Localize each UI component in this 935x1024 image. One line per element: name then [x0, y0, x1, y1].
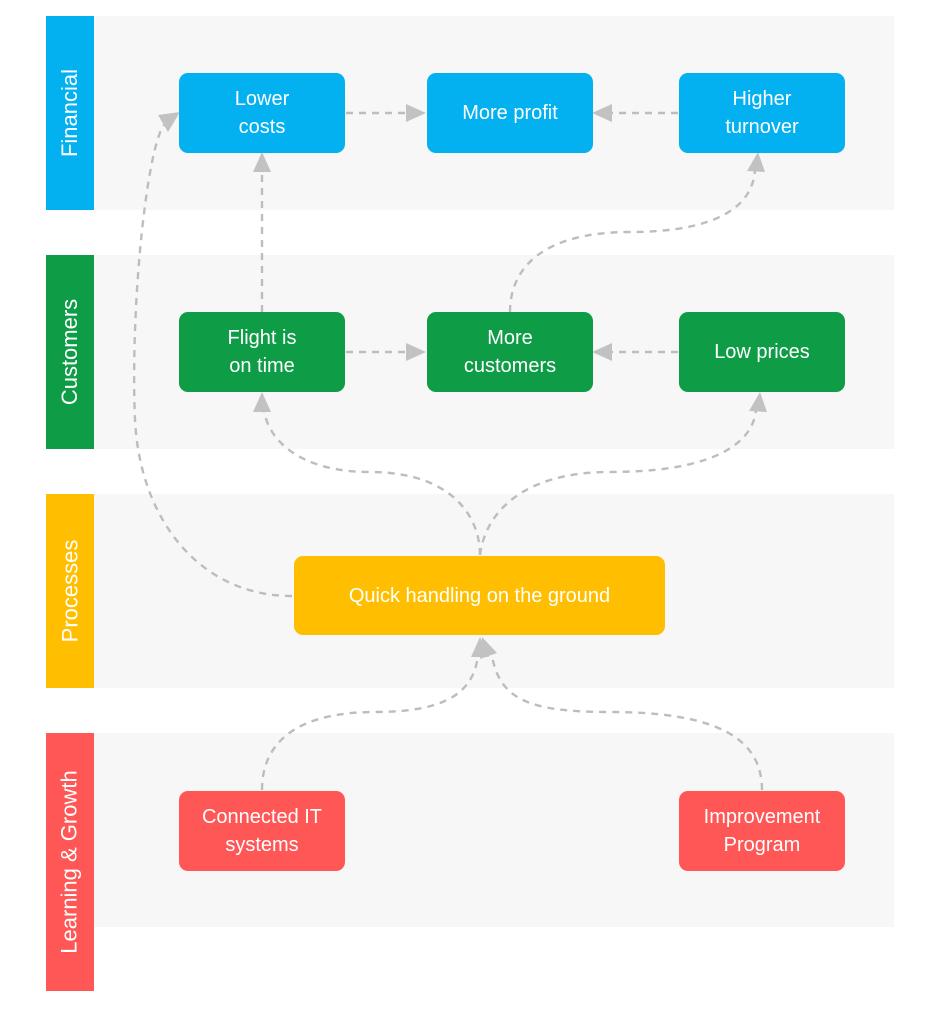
financial-label: Financial — [46, 16, 94, 210]
node-lower-costs-text: Lower costs — [234, 88, 290, 138]
node-lower-costs[interactable]: Lower costs — [179, 73, 345, 153]
node-connected-it-text: Connected IT systems — [201, 806, 323, 856]
node-low-prices[interactable]: Low prices — [679, 312, 845, 392]
node-more-customers[interactable]: More customers — [427, 312, 593, 392]
node-more-customers-text: More customers — [463, 327, 557, 377]
node-higher-turnover-text: Higher turnover — [725, 88, 799, 138]
processes-label-text: Processes — [57, 539, 82, 643]
node-more-profit[interactable]: More profit — [427, 73, 593, 153]
customers-label: Customers — [46, 255, 94, 449]
node-improvement-program-text: Improvement Program — [703, 806, 821, 856]
node-higher-turnover[interactable]: Higher turnover — [679, 73, 845, 153]
node-flight-on-time[interactable]: Flight is on time — [179, 312, 345, 392]
learning-label: Learning & Growth — [46, 733, 94, 991]
node-quick-handling[interactable]: Quick handling on the ground — [294, 556, 665, 635]
node-improvement-program[interactable]: Improvement Program — [679, 791, 845, 871]
customers-label-text: Customers — [57, 298, 83, 406]
node-flight-on-time-text: Flight is on time — [227, 327, 297, 377]
processes-label: Processes — [46, 494, 94, 688]
financial-label-text: Financial — [57, 68, 83, 158]
learning-label-text: Learning & Growth — [57, 770, 82, 954]
node-connected-it[interactable]: Connected IT systems — [179, 791, 345, 871]
node-quick-handling-text: Quick handling on the ground — [348, 584, 611, 607]
node-more-profit-text: More profit — [462, 102, 558, 124]
node-low-prices-text: Low prices — [714, 341, 810, 363]
